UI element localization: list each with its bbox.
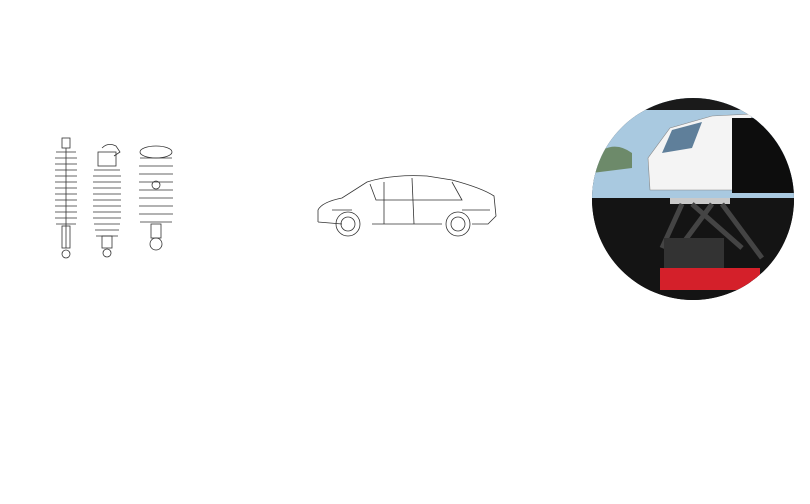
- red-platform: [660, 268, 760, 290]
- shock-absorber-3: [139, 145, 173, 251]
- rear-wheel: [445, 211, 471, 237]
- shock-absorbers-illustration: [55, 137, 173, 259]
- driving-simulator-photo: [592, 98, 794, 300]
- shock-absorber-2: [93, 144, 121, 258]
- shock-absorber-1: [55, 137, 77, 259]
- front-wheel: [335, 211, 361, 237]
- car-wireframe-illustration: [317, 175, 497, 237]
